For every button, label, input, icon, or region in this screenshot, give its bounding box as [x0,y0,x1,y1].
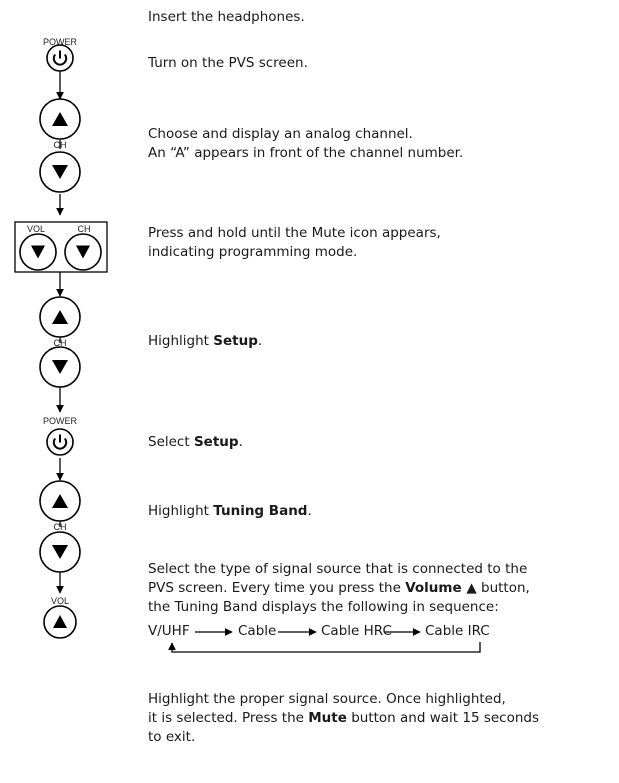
step-highlight-tuning-band: Highlight Tuning Band. [148,503,312,519]
channel-up-button[interactable] [39,296,81,338]
channel-up-button[interactable] [39,480,81,522]
vol-label: VOL [27,224,45,234]
ch-label: CH [54,522,67,532]
power-icon [52,434,68,450]
step-insert-headphones: Insert the headphones. [148,9,305,25]
ch-label: CH [54,140,67,150]
triangle-down-icon [52,360,68,374]
power-button[interactable] [46,44,74,72]
channel-up-button[interactable] [39,98,81,140]
step-choose-channel: Choose and display an analog channel. An… [148,126,464,161]
step-turn-on-screen: Turn on the PVS screen. [148,55,308,71]
ch-label: CH [78,224,91,234]
step-press-and-hold: Press and hold until the Mute icon appea… [148,225,441,260]
sequence-item-cable: Cable [238,623,277,639]
sequence-arrows [168,628,481,653]
vol-label: VOL [51,596,69,606]
power-label: POWER [43,37,78,47]
triangle-up-icon [52,112,68,126]
step-highlight-signal-source: Highlight the proper signal source. Once… [148,691,540,745]
channel-down-button[interactable] [39,151,81,193]
channel-down-button[interactable] [39,531,81,573]
volume-down-button[interactable] [19,233,57,271]
ch-label: CH [54,338,67,348]
sequence-item-vuhf: V/UHF [148,623,190,639]
channel-down-button[interactable] [39,346,81,388]
triangle-down-icon [31,245,45,259]
sequence-item-cable-irc: Cable IRC [425,623,490,639]
step-select-signal-source: Select the type of signal source that is… [148,561,530,615]
triangle-down-icon [76,245,90,259]
power-button[interactable] [46,428,74,456]
triangle-down-icon [52,165,68,179]
triangle-up-icon [52,494,68,508]
triangle-up-icon [52,310,68,324]
channel-down-button[interactable] [64,233,102,271]
step-select-setup: Select Setup. [148,434,243,450]
sequence-item-cable-hrc: Cable HRC [321,623,392,639]
power-label: POWER [43,416,78,426]
volume-up-button[interactable] [43,605,77,639]
power-icon [52,50,68,66]
step-highlight-setup: Highlight Setup. [148,333,263,349]
triangle-down-icon [52,545,68,559]
triangle-up-icon [53,615,67,628]
